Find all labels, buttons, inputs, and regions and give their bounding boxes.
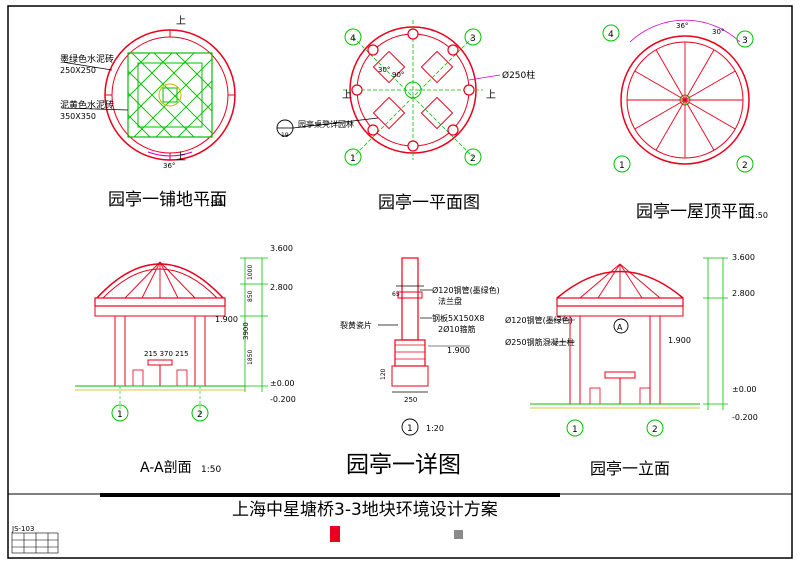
elevation-elev-zero: ±0.00 [732,385,757,394]
paving-plan-view: 上 上 墨绿色水泥砖 250X250 泥黄色水泥砖 350X350 36° 园亭… [60,15,236,210]
roof-rib [655,99,686,151]
red-marker [330,526,340,542]
elevation-label-pipe: Ø120钢管(墨绿色) [505,315,573,325]
elevation-axis-1: 1 [572,425,578,435]
section-aa-view: 1 2 215 370 215 3.600 2.800 1.900 ±0.00 … [75,244,296,476]
detail-label-tile: 裂黄瓷片 [340,320,372,330]
paving-label-tile2-size: 350X350 [60,112,96,121]
roof-angle-30: 30° [712,28,724,36]
roof-plan-title: 园亭一屋顶平面 [636,202,755,222]
section-elev-mid: 2.800 [270,283,293,292]
floor-callout-text: 园亭桌凳详园林 [298,119,354,129]
detail-dim-65: 65 [392,291,400,298]
section-dim-total: 3900 [242,322,250,340]
elevation-section-mark: A [617,323,623,332]
project-title: 上海中星塘桥3-3地块环境设计方案 [232,500,498,520]
elevation-elev-mid: 2.800 [732,289,755,298]
detail-label-flange: 法兰盘 [438,296,462,306]
roof-rib [684,99,736,130]
floor-angle-30: 30° [378,66,390,74]
roof-rib [634,70,686,101]
roof-plan-view: 4 3 1 2 36° 30° 园亭一屋顶平面 1:50 [602,19,768,222]
roof-plan-scale: 1:50 [750,211,768,220]
floor-axis-2: 2 [470,154,476,164]
paving-label-tile1: 墨绿色水泥砖 [60,53,114,65]
sheet-border [7,5,793,559]
detail-dim-250: 250 [404,396,417,404]
floor-plan-title: 园亭一平面图 [378,193,480,213]
roof-axis-4: 4 [608,30,614,40]
floor-axis-4: 4 [350,34,356,44]
drawing-code: JS-103 [11,525,34,533]
roof-rib [684,49,715,101]
section-table-dims: 215 370 215 [144,350,189,358]
detail-dim-120: 120 [380,368,387,380]
section-elev-zero: ±0.00 [270,379,295,388]
floor-angle-90: 90° [392,71,404,79]
roof-rib [655,49,686,101]
section-elev-top: 3.600 [270,244,293,253]
detail-label-rebar: 2Ø10箍筋 [438,324,476,334]
title-block: 上海中星塘桥3-3地块环境设计方案 JS-103 [11,500,498,554]
section-aa-scale: 1:50 [201,465,221,475]
roof-rib [684,99,715,151]
floor-direction-right: 上 [486,89,496,101]
elevation-elev-low: 1.900 [668,336,691,345]
roof-rib [684,70,736,101]
roof-axis-2: 2 [742,161,748,171]
paving-direction-mark-bottom: 上 [176,151,186,163]
detail-ref: 1 [407,424,413,434]
elevation-elev-top: 3.600 [732,253,755,262]
section-dim-c: 1850 [247,350,254,365]
section-dim-a: 1000 [247,265,254,280]
detail-scale: 1:20 [426,424,444,433]
roof-angle-36: 36° [676,22,688,30]
floor-column-label: Ø250柱 [502,69,535,81]
floor-axis-3: 3 [470,34,476,44]
floor-plan-view: 4 3 1 2 Ø250柱 90° 30° 上 上 19 园亭桌凳详园林 园亭一… [276,20,535,213]
paving-dim-angle: 36° [163,162,175,170]
section-axis-2: 2 [197,410,203,420]
floor-direction-left: 上 [342,89,352,101]
revision-table [11,532,59,554]
gray-marker [454,530,463,539]
detail-label-plate: 钢板5X150X8 [432,313,484,323]
main-title: 园亭一详图 [346,452,461,478]
elevation-title: 园亭一立面 [590,459,670,478]
paving-label-tile2: 泥黄色水泥砖 [60,99,114,111]
column-detail-view: Ø120钢管(墨绿色) 法兰盘 钢板5X150X8 2Ø10箍筋 裂黄瓷片 1.… [340,257,500,478]
paving-plan-scale: 1:50 [205,199,223,208]
section-elev-low: 1.900 [215,315,238,324]
section-elev-neg: -0.200 [270,395,296,404]
elevation-label-column: Ø250钢筋混凝土柱 [505,337,575,347]
roof-axis-1: 1 [619,161,625,171]
detail-label-pipe: Ø120钢管(墨绿色) [432,285,500,295]
floor-axis-1: 1 [350,154,356,164]
roof-rib [634,99,686,130]
paving-label-tile1-size: 250X250 [60,66,96,75]
elevation-axis-2: 2 [652,425,658,435]
detail-elev: 1.900 [447,346,470,355]
elevation-elev-neg: -0.200 [732,413,758,422]
floor-callout-ref: 19 [281,132,289,139]
roof-axis-3: 3 [742,36,748,46]
section-axis-1: 1 [117,410,123,420]
elevation-view: 1 2 A Ø120钢管(墨绿色) Ø250钢筋混凝土柱 3.600 2.800… [505,253,758,478]
section-aa-title: A-A剖面 [140,460,192,476]
paving-direction-mark: 上 [176,15,186,27]
section-dim-b: 850 [247,290,254,302]
paving-plan-title: 园亭一铺地平面 [108,190,227,210]
